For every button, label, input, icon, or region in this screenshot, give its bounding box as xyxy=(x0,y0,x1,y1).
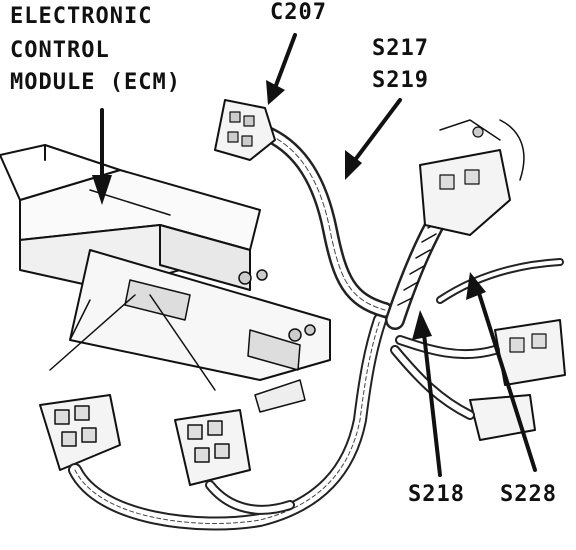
lower-harness xyxy=(68,313,387,531)
c207-connector xyxy=(214,99,276,161)
ecm-label-line3: MODULE (ECM) xyxy=(10,70,181,95)
arrows xyxy=(100,33,537,477)
c207-arrow xyxy=(273,33,297,90)
ecm-label-line1: ELECTRONIC xyxy=(10,4,153,29)
ecm-module xyxy=(0,144,331,413)
right-harness xyxy=(385,119,566,441)
s218-arrow xyxy=(421,323,442,477)
ecm-connector-left xyxy=(39,394,121,471)
s228-label: S228 xyxy=(500,482,557,507)
c207-label: C207 xyxy=(270,0,327,25)
ecm-connector-right xyxy=(174,409,251,486)
s217-label: S217 xyxy=(372,36,429,61)
upper-harness xyxy=(262,127,393,318)
s217-s219-arrow xyxy=(353,98,402,162)
ecm-arrowhead xyxy=(92,175,112,205)
s219-label: S219 xyxy=(372,68,429,93)
s218-label: S218 xyxy=(408,482,465,507)
s217-arrowhead xyxy=(345,150,362,180)
c207-arrowhead xyxy=(266,80,285,105)
s218-arrowhead xyxy=(412,310,432,340)
s228-arrowhead xyxy=(466,272,486,300)
s228-arrow xyxy=(476,288,537,472)
ecm-label-line2: CONTROL xyxy=(10,38,110,63)
